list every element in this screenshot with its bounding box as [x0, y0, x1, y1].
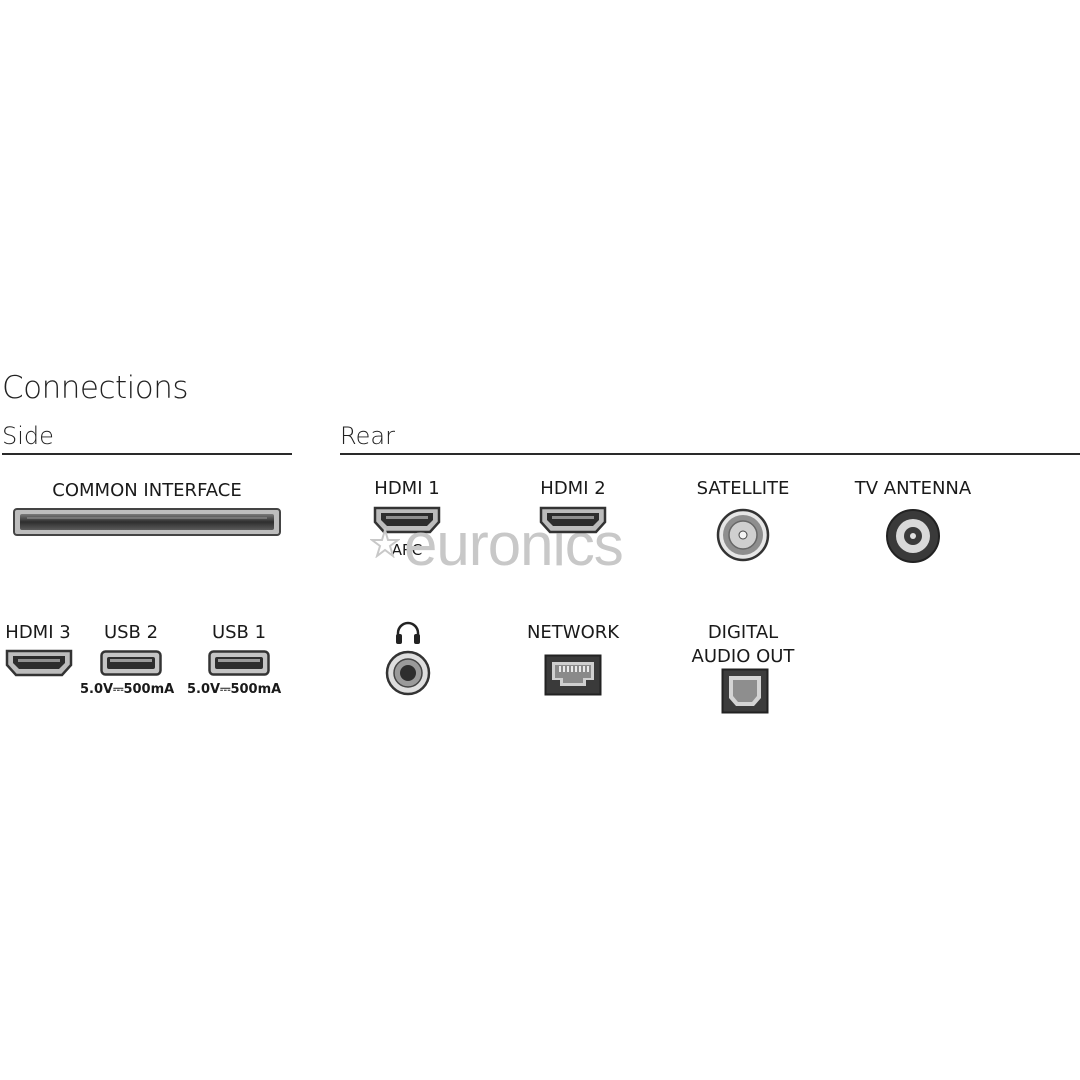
rear-heading: Rear: [340, 422, 395, 450]
watermark-star-icon: [370, 528, 400, 558]
digital-audio-label-line1: DIGITAL: [707, 622, 779, 643]
satellite-label: SATELLITE: [696, 478, 790, 499]
hdmi3-port: [4, 648, 74, 678]
usb1-port: [208, 650, 270, 676]
headphone-jack: [385, 650, 431, 696]
network-port: [544, 654, 602, 696]
hdmi2-label: HDMI 2: [540, 478, 606, 499]
satellite-connector: [716, 508, 770, 562]
headphone-icon: [394, 620, 422, 646]
hdmi1-port: [372, 505, 442, 535]
hdmi1-label: HDMI 1: [374, 478, 440, 499]
common-interface-slot: [13, 508, 281, 536]
side-heading: Side: [2, 422, 54, 450]
usb2-rating: 5.0V⎓500mA: [80, 682, 175, 697]
common-interface-label: COMMON INTERFACE: [52, 480, 242, 501]
tv-antenna-label: TV ANTENNA: [854, 478, 972, 499]
network-label: NETWORK: [526, 622, 620, 643]
side-divider: [2, 453, 292, 455]
usb2-label: USB 2: [103, 622, 159, 643]
tv-antenna-connector: [885, 508, 941, 564]
hdmi1-arc-label: ARC: [391, 541, 423, 559]
rear-divider: [340, 453, 1080, 455]
usb1-rating: 5.0V⎓500mA: [187, 682, 282, 697]
hdmi2-port: [538, 505, 608, 535]
digital-audio-label-line2: AUDIO OUT: [691, 646, 795, 667]
page-title: Connections: [2, 370, 189, 406]
hdmi3-label: HDMI 3: [5, 622, 71, 643]
digital-audio-out-port: [721, 668, 769, 714]
usb2-port: [100, 650, 162, 676]
usb1-label: USB 1: [211, 622, 267, 643]
